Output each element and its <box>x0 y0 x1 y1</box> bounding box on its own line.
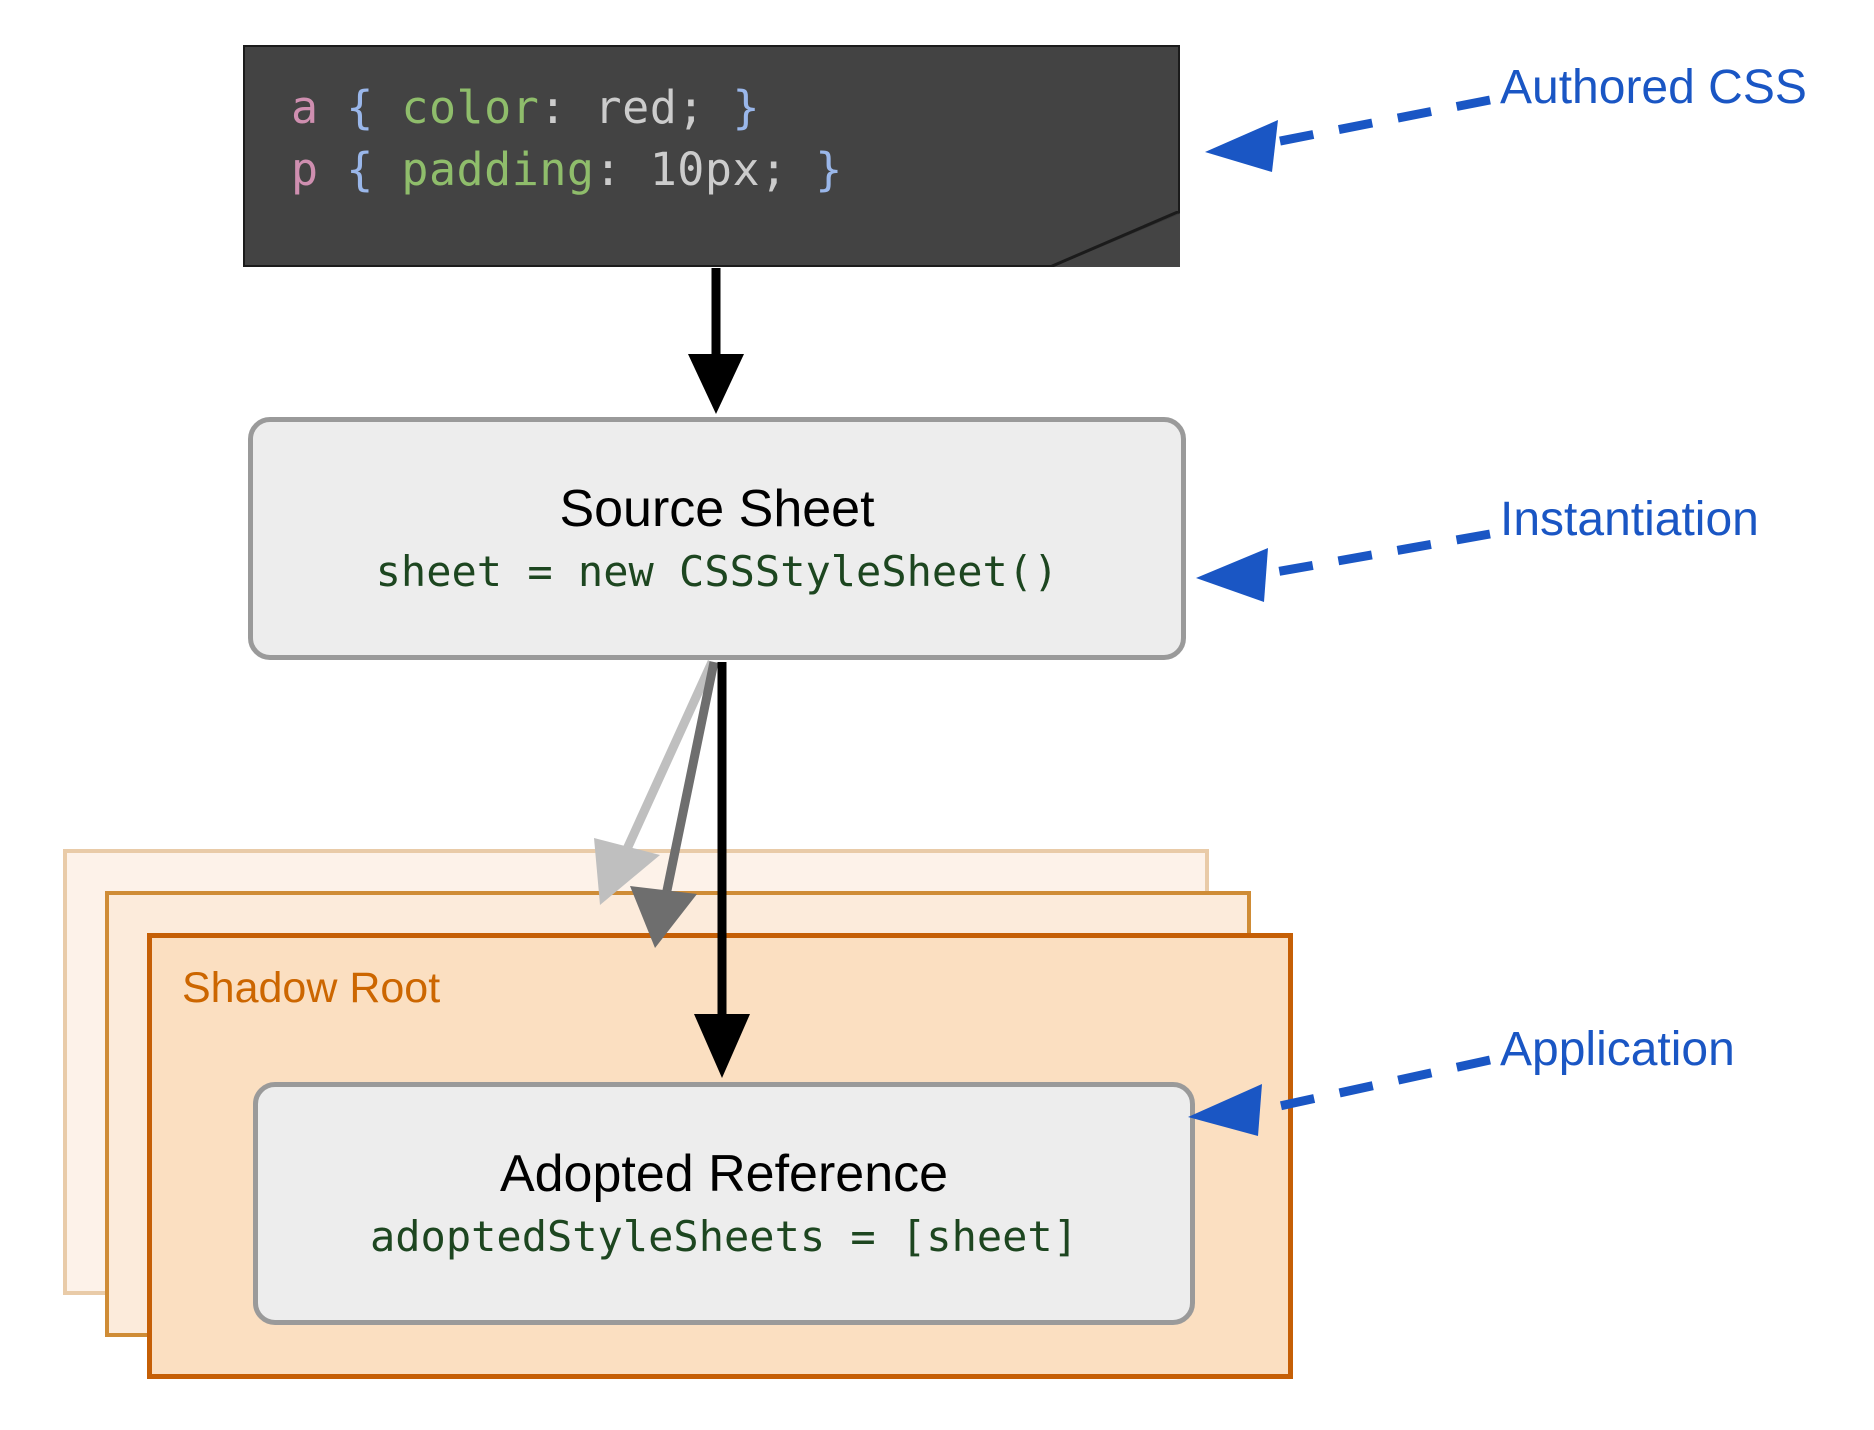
adopted-reference-node: Adopted Reference adoptedStyleSheets = [… <box>253 1082 1195 1325</box>
css-property-color: color <box>401 81 540 134</box>
adopted-reference-code: adoptedStyleSheets = [sheet] <box>369 1211 1078 1261</box>
callout-label-authored-css: Authored CSS <box>1500 61 1807 114</box>
brace-close-2: } <box>815 143 843 196</box>
semicolon-1: ; <box>677 81 705 134</box>
css-value-red: red <box>594 81 678 134</box>
authored-css-code-block: a { color: red; } p { padding: 10px; } <box>243 45 1180 267</box>
callout-arrow-instantiation <box>1196 529 1491 602</box>
source-sheet-node: Source Sheet sheet = new CSSStyleSheet() <box>248 417 1186 660</box>
callout-label-instantiation: Instantiation <box>1500 493 1759 546</box>
source-sheet-title: Source Sheet <box>559 479 875 538</box>
code-block-surface <box>243 45 1180 267</box>
semicolon-2: ; <box>760 143 788 196</box>
css-value-10px: 10px <box>649 143 761 196</box>
arrow-code-to-source-sheet <box>688 268 744 414</box>
callout-arrow-authored-css <box>1205 95 1491 172</box>
shadow-root-label: Shadow Root <box>182 964 441 1012</box>
brace-open-1: { <box>346 81 374 134</box>
css-selector-a: a <box>291 81 319 134</box>
source-sheet-code: sheet = new CSSStyleSheet() <box>375 546 1059 596</box>
brace-open-2: { <box>346 143 374 196</box>
brace-close-1: } <box>732 81 761 134</box>
code-text: a { color: red; } p { padding: 10px; } <box>291 77 843 201</box>
callout-label-application: Application <box>1500 1023 1735 1076</box>
css-selector-p: p <box>291 143 319 196</box>
code-line-1: a { color: red; } <box>291 81 760 134</box>
colon-1: : <box>539 81 567 134</box>
colon-2: : <box>594 143 623 196</box>
code-line-2: p { padding: 10px; } <box>291 143 843 196</box>
adopted-reference-title: Adopted Reference <box>499 1144 949 1203</box>
css-property-padding: padding <box>401 143 595 196</box>
